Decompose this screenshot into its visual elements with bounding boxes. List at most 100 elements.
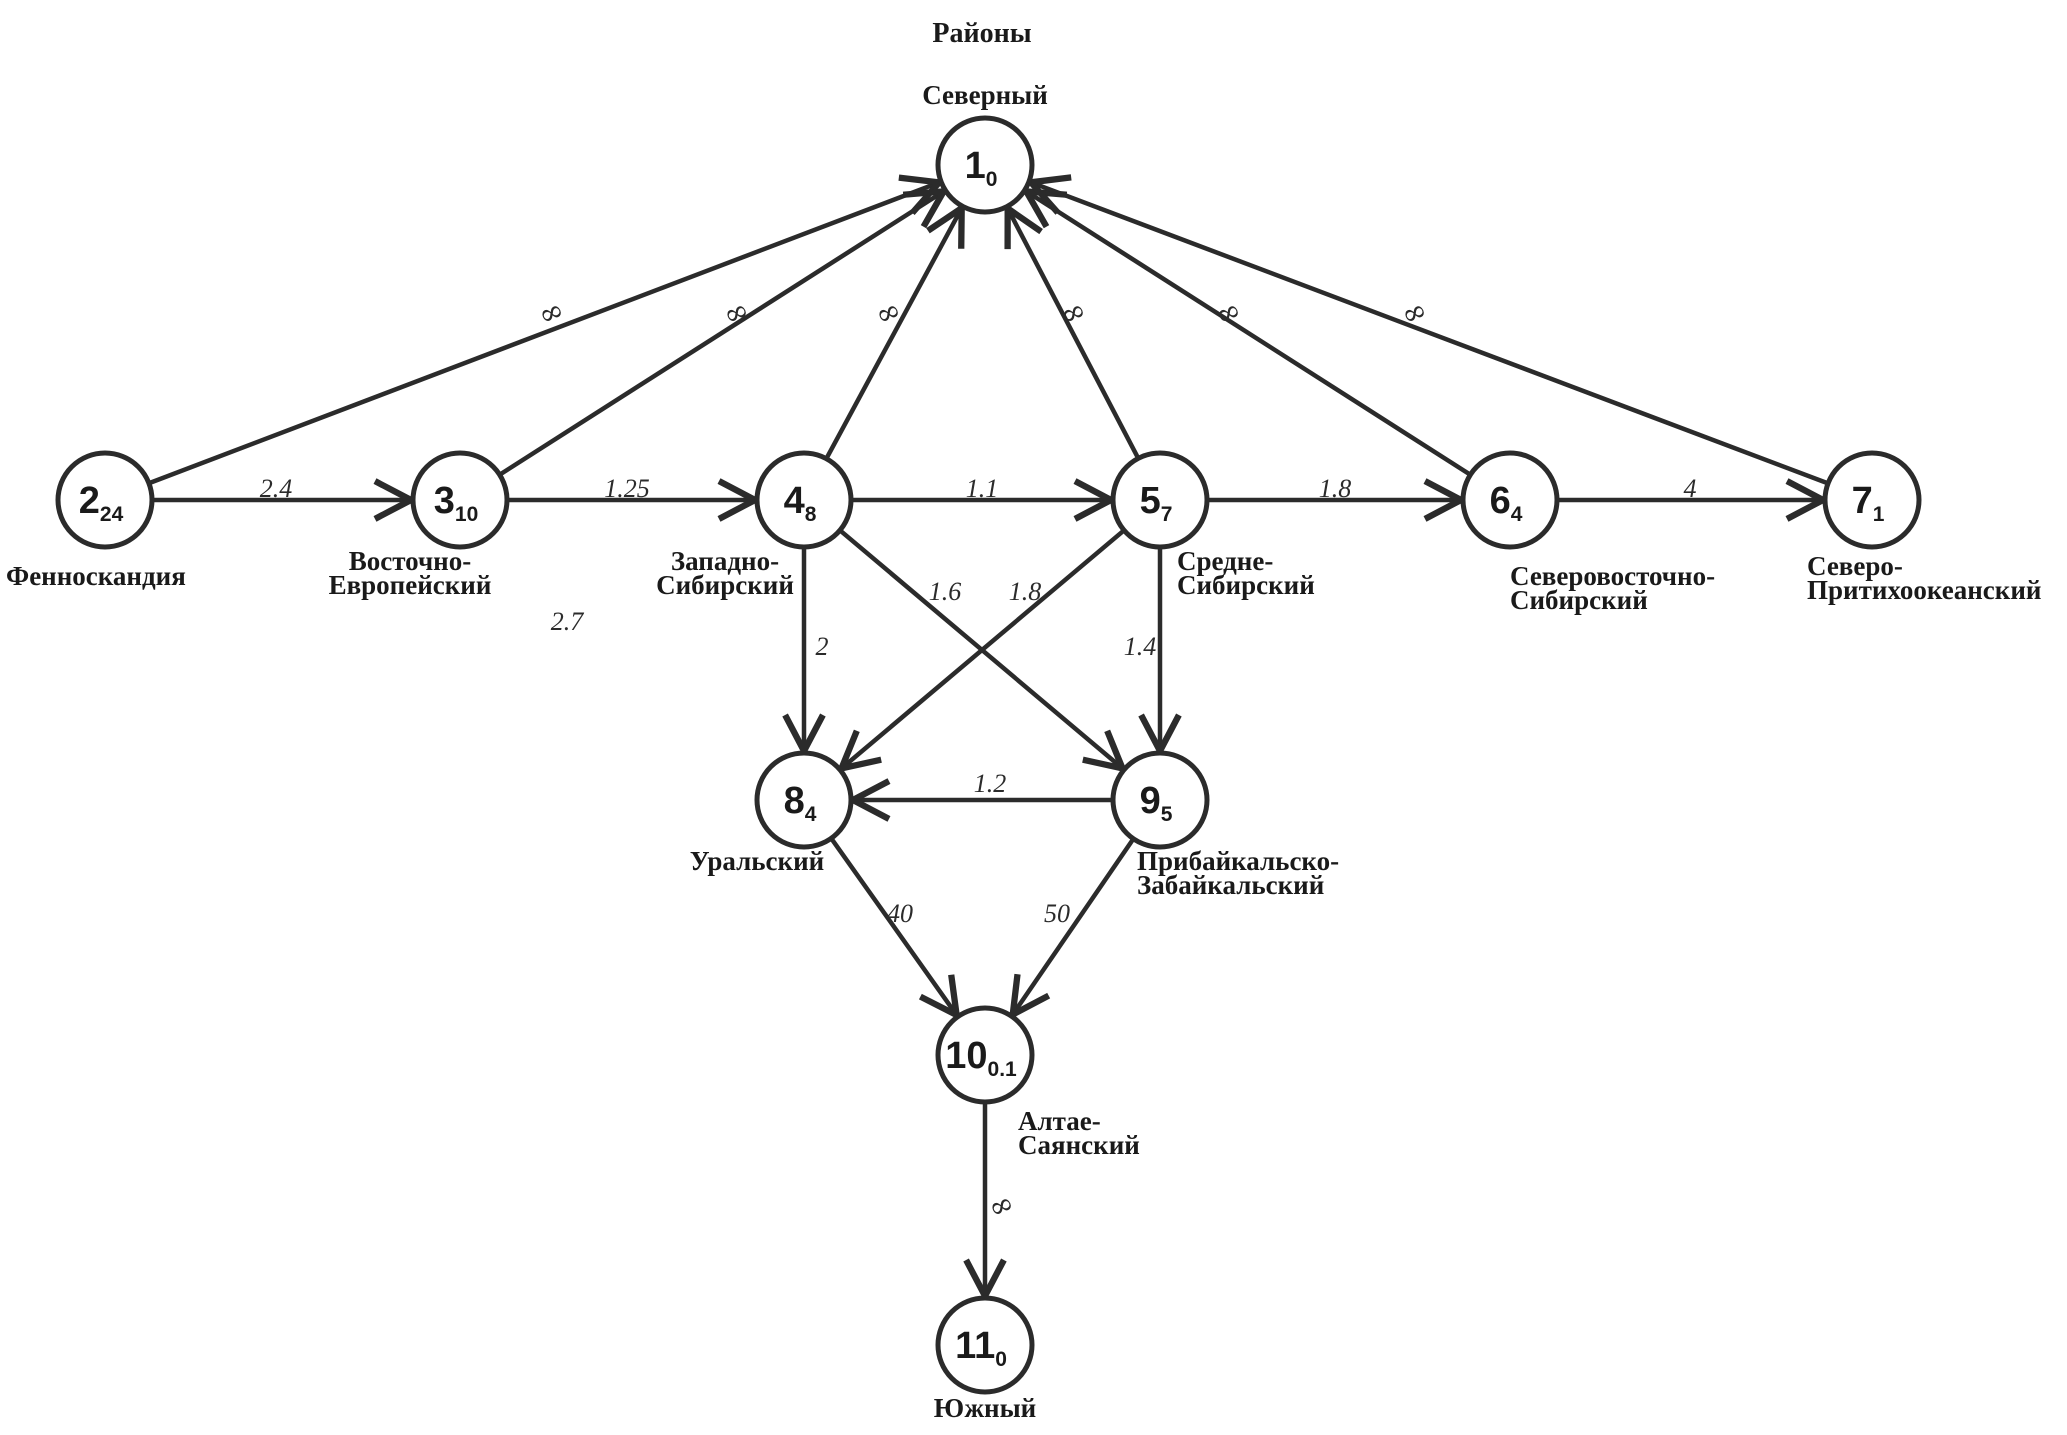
region-name-line: Северный xyxy=(922,80,1048,110)
region-name-4: Западно-Сибирский xyxy=(656,546,794,600)
node-number: 5 xyxy=(1140,480,1161,522)
node-circle xyxy=(1110,450,1210,550)
node-circle xyxy=(55,450,155,550)
node-6: 64 xyxy=(1460,450,1560,550)
node-subscript: 0.1 xyxy=(988,1058,1018,1081)
edge-weight-5-9: 1.4 xyxy=(1124,632,1157,661)
region-name-8: Уральский xyxy=(690,846,824,876)
edge-weight-2-3: 2.4 xyxy=(260,474,293,503)
region-name-1: Северный xyxy=(922,80,1048,110)
region-name-9: Прибайкальско-Забайкальский xyxy=(1137,846,1339,900)
node-8: 84 xyxy=(754,750,854,850)
region-name-line: Фенноскандия xyxy=(6,561,186,591)
node-number: 11 xyxy=(955,1325,995,1367)
node-label: 64 xyxy=(1490,480,1523,526)
node-number: 10 xyxy=(945,1035,987,1077)
edge-2-1 xyxy=(148,182,939,486)
node-circle xyxy=(1110,750,1210,850)
node-subscript: 7 xyxy=(1161,503,1173,526)
edge-4-1 xyxy=(824,208,961,460)
region-name-line: Северо- xyxy=(1807,551,1903,581)
edge-weight-4-8: 2 xyxy=(816,632,829,661)
node-circle xyxy=(935,1295,1035,1395)
node-number: 9 xyxy=(1140,780,1161,822)
node-circle xyxy=(410,450,510,550)
node-subscript: 1 xyxy=(1873,503,1885,526)
node-number: 8 xyxy=(784,780,805,822)
region-name-line: Прибайкальско- xyxy=(1137,846,1339,876)
edge-9-10 xyxy=(1013,837,1136,1015)
node-circle xyxy=(754,450,854,550)
edge-7-1 xyxy=(1031,182,1829,486)
node-number: 3 xyxy=(434,480,455,522)
region-name-line: Европейский xyxy=(329,570,492,600)
node-subscript: 0 xyxy=(986,168,998,191)
region-name-line: Восточно- xyxy=(349,546,471,576)
node-label: 110 xyxy=(955,1325,1007,1371)
node-subscript: 0 xyxy=(995,1348,1007,1371)
region-name-line: Северовосточно- xyxy=(1510,561,1715,591)
region-name-line: Сибирский xyxy=(1177,570,1315,600)
node-3: 310 xyxy=(410,450,510,550)
edge-weight-7-1: ∞ xyxy=(1396,292,1432,334)
node-label: 100.1 xyxy=(945,1035,1017,1081)
diagram-title: Районы xyxy=(932,18,1031,49)
node-number: 7 xyxy=(1852,480,1873,522)
node-9: 95 xyxy=(1110,750,1210,850)
edge-weight-5-8: 1.8 xyxy=(1009,577,1042,606)
region-name-7: Северо-Притихоокеанский xyxy=(1807,551,2041,605)
node-circle xyxy=(754,750,854,850)
node-subscript: 8 xyxy=(805,503,817,526)
edge-weight-10-11: ∞ xyxy=(983,1185,1019,1227)
node-label: 224 xyxy=(79,480,124,526)
region-name-line: Средне- xyxy=(1177,546,1273,576)
node-label: 84 xyxy=(784,780,817,826)
edge-weight-4-1: ∞ xyxy=(870,292,906,334)
node-label: 71 xyxy=(1852,480,1885,526)
node-subscript: 24 xyxy=(100,503,124,526)
region-name-10: Алтае-Саянский xyxy=(1018,1106,1140,1160)
edge-weight-2-1: ∞ xyxy=(533,292,569,334)
edge-5-8 xyxy=(841,528,1126,768)
region-name-2: Фенноскандия xyxy=(6,561,186,591)
region-name-line: Сибирский xyxy=(656,570,794,600)
node-number: 1 xyxy=(965,145,986,187)
edge-5-1 xyxy=(1008,208,1141,460)
edge-weight-3-4: 1.25 xyxy=(604,474,650,503)
node-subscript: 5 xyxy=(1161,803,1173,826)
node-subscript: 4 xyxy=(1511,503,1523,526)
node-circle xyxy=(935,1005,1035,1105)
node-7: 71 xyxy=(1822,450,1922,550)
node-label: 95 xyxy=(1140,780,1173,826)
edge-6-1 xyxy=(1026,191,1472,477)
node-subscript: 10 xyxy=(455,503,478,526)
node-circle xyxy=(1822,450,1922,550)
edge-weight-8-10: 40 xyxy=(887,899,913,928)
extra-weight-label: 2.7 xyxy=(551,607,585,636)
node-2: 224 xyxy=(55,450,155,550)
node-subscript: 4 xyxy=(805,803,817,826)
node-circle xyxy=(935,115,1035,215)
region-name-line: Притихоокеанский xyxy=(1807,575,2041,605)
region-name-5: Средне-Сибирский xyxy=(1177,546,1315,600)
edge-weight-9-8: 1.2 xyxy=(974,769,1007,798)
region-name-line: Южный xyxy=(934,1393,1037,1423)
region-name-line: Саянский xyxy=(1018,1130,1140,1160)
region-name-3: Восточно-Европейский xyxy=(329,546,492,600)
edge-weight-5-6: 1.8 xyxy=(1319,474,1352,503)
edges-layer xyxy=(148,182,1829,1296)
edge-weight-3-1: ∞ xyxy=(718,292,754,334)
region-name-6: Северовосточно-Сибирский xyxy=(1510,561,1715,615)
node-11: 110 xyxy=(935,1295,1035,1395)
region-name-line: Сибирский xyxy=(1510,585,1648,615)
node-number: 2 xyxy=(79,480,100,522)
region-name-line: Алтае- xyxy=(1018,1106,1101,1136)
node-10: 100.1 xyxy=(935,1005,1035,1105)
node-label: 48 xyxy=(784,480,817,526)
node-1: 10 xyxy=(935,115,1035,215)
edge-weight-6-7: 4 xyxy=(1684,474,1697,503)
region-name-line: Западно- xyxy=(671,546,779,576)
